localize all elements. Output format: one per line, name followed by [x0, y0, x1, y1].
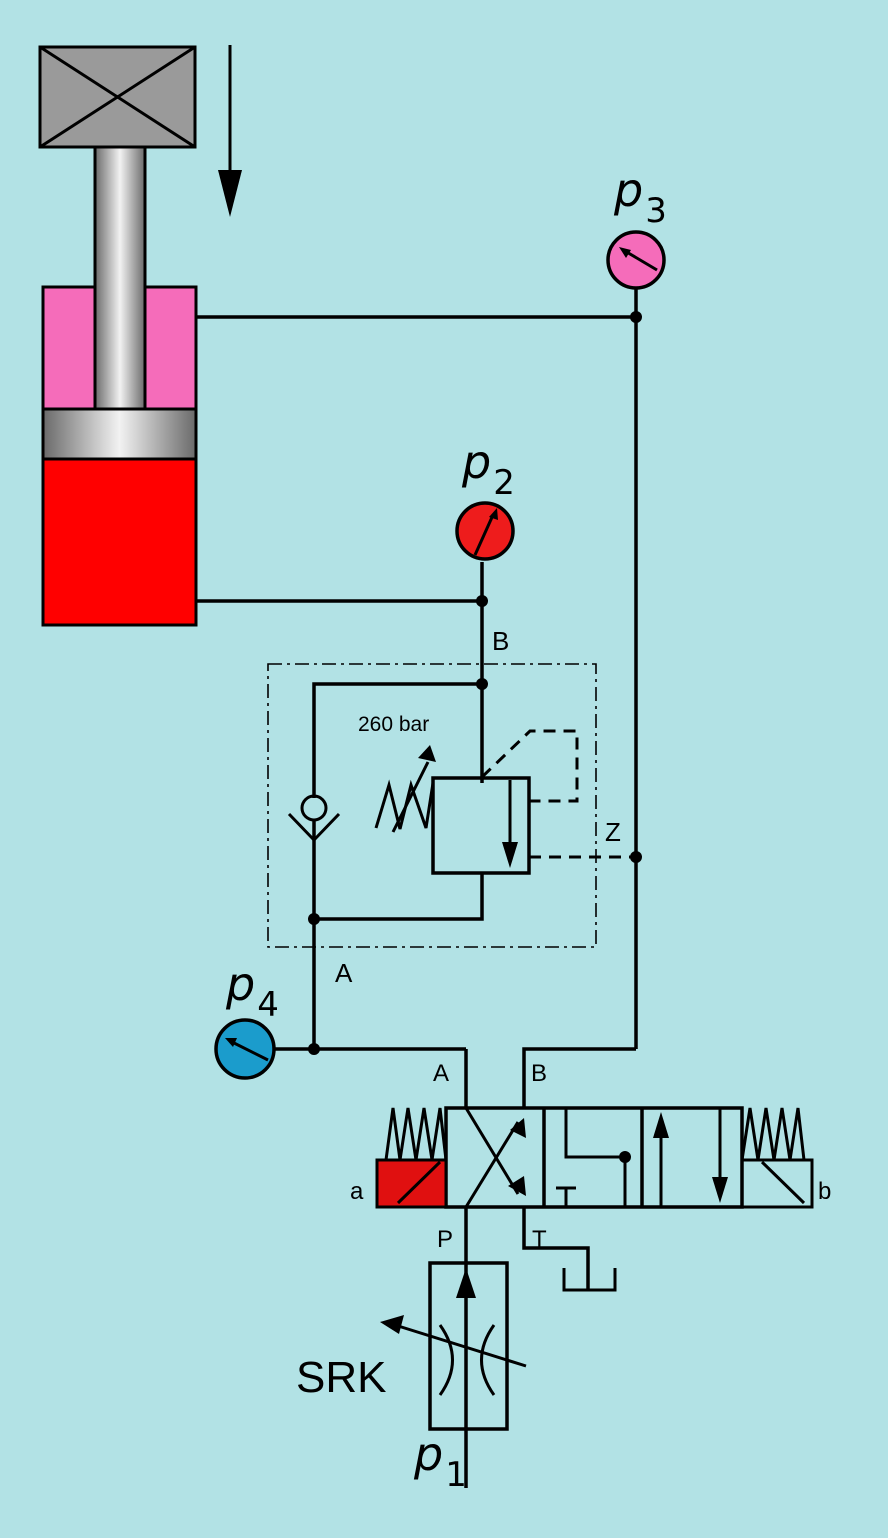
- solenoid-b: [740, 1158, 814, 1209]
- dcv-port-p-label: P: [437, 1226, 453, 1253]
- counterbalance-valve: [267, 663, 636, 948]
- load-direction-arrow: [218, 45, 242, 217]
- directional-control-valve: [375, 1106, 814, 1209]
- cbv-port-z-label: Z: [605, 817, 621, 847]
- load-mass: [38, 45, 197, 149]
- gauge-p2-label: p2: [461, 435, 515, 503]
- adjustable-throttle-valve: [380, 1261, 527, 1431]
- gauge-p1-label: p1: [413, 1427, 467, 1495]
- cbv-port-a-label: A: [335, 958, 353, 988]
- gauge-p2: [455, 501, 515, 561]
- cbv-port-b-label: B: [492, 626, 509, 656]
- parallel-position: [653, 1108, 728, 1207]
- hydraulic-cylinder: [41, 145, 198, 627]
- check-valve: [287, 794, 341, 843]
- solenoid-a: [375, 1158, 448, 1209]
- throttle-label: SRK: [296, 1353, 386, 1402]
- pressure-valve-body: [431, 776, 531, 875]
- solenoid-b-label: b: [818, 1178, 831, 1205]
- dcv-port-t-label: T: [532, 1226, 547, 1253]
- junction-dots: [308, 311, 642, 1055]
- counterbalance-valve-boundary: [267, 663, 597, 948]
- piston-side-chamber: [41, 457, 198, 627]
- gauge-p3: [606, 230, 666, 290]
- solenoid-a-label: a: [350, 1178, 364, 1205]
- adjustable-arrow: [391, 761, 430, 833]
- tank-icon: [562, 1268, 617, 1292]
- piston: [41, 407, 198, 461]
- gauge-p4-label: p4: [225, 957, 279, 1025]
- gauge-p3-label: p3: [613, 163, 667, 231]
- piston-rod: [93, 145, 147, 411]
- dcv-port-b-label: B: [531, 1060, 547, 1087]
- crossed-position: [464, 1107, 526, 1208]
- gauge-p4: [214, 1018, 276, 1080]
- center-position: [556, 1108, 631, 1207]
- dcv-port-a-label: A: [433, 1060, 449, 1087]
- spring-setting-label: 260 bar: [358, 713, 429, 736]
- hydraulic-lines: [196, 288, 638, 1488]
